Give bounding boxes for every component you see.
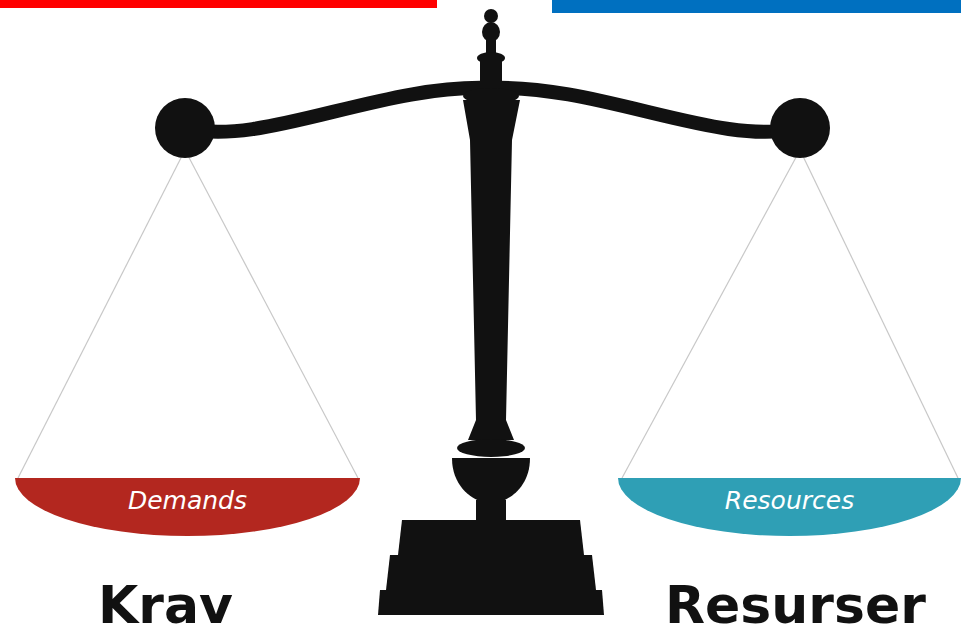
resources-pan: Resources	[618, 478, 961, 536]
translation-label: Krav	[98, 575, 233, 635]
pan-bowl	[618, 478, 961, 536]
top-bar	[552, 0, 961, 13]
demands-pan: Demands	[15, 478, 360, 536]
top-bar	[0, 0, 437, 8]
pan-label: Resources	[618, 486, 961, 515]
pan-bowl	[15, 478, 360, 536]
translation-label: Resurser	[665, 575, 926, 635]
pan-label: Demands	[15, 486, 360, 515]
